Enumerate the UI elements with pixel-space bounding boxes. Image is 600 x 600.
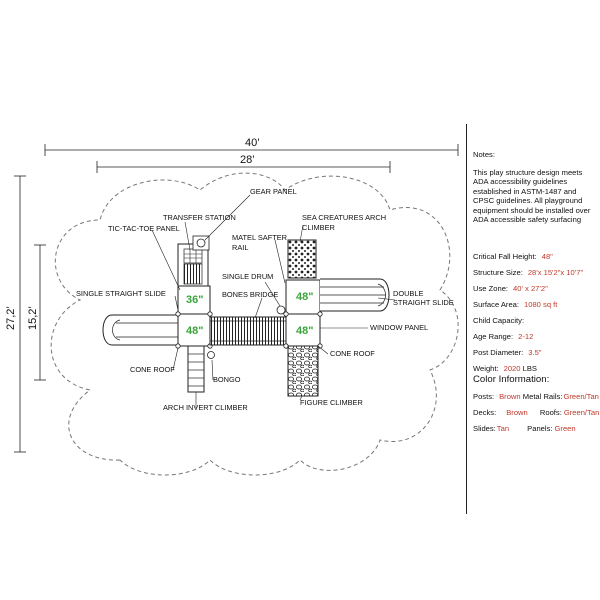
spec-structure-size: Structure Size: 28'x 15'2"x 10'7" <box>473 268 583 277</box>
decks-label: Decks: <box>473 408 497 417</box>
left-lower-deck <box>177 313 211 347</box>
label-sea-creatures-arch-climber: SEA CREATURES ARCH <box>302 213 386 222</box>
notes-panel: Notes: This play structure design meets … <box>466 124 600 514</box>
spec-value: 28'x 15'2"x 10'7" <box>527 268 584 277</box>
label-figure-climber: FIGURE CLIMBER <box>300 398 363 407</box>
label-tic-tac-toe-panel: TIC-TAC-TOE PANEL <box>108 224 180 233</box>
label-double-straight-slide: DOUBLE <box>393 289 423 298</box>
label-transfer-station: TRANSFER STATION <box>163 213 236 222</box>
color-slides-panels: Slides:Tan Panels:Green <box>473 424 576 433</box>
slides-label: Slides: <box>473 424 496 433</box>
spec-value: 48" <box>541 252 553 261</box>
left-lower-deck-height: 48" <box>186 325 203 337</box>
label-gear-panel: GEAR PANEL <box>250 187 297 196</box>
label-window-panel: WINDOW PANEL <box>370 323 428 332</box>
spec-child-capacity: Child Capacity: <box>473 316 529 325</box>
right-lower-deck-height: 48" <box>296 325 313 337</box>
left-upper-deck <box>177 285 211 315</box>
dimension-inner-depth: 15,2’ <box>27 244 46 381</box>
overall-width-label: 40’ <box>245 137 260 149</box>
roofs-label: Roofs: <box>539 408 562 417</box>
color-posts-metal-rails: Posts: Brown Metal Rails:Green/Tan <box>473 392 599 401</box>
dimension-overall-depth: 27,2’ <box>5 175 26 453</box>
label-cone-roof-left: CONE ROOF <box>130 365 175 374</box>
label-double-straight-slide-line2: STRAIGHT SLIDE <box>393 298 454 307</box>
panels-label: Panels: <box>527 424 553 433</box>
label-sea-creatures-climber-line2: CLIMBER <box>302 223 335 232</box>
spec-value: 1080 sq ft <box>524 300 558 309</box>
label-arch-invert-climber: ARCH INVERT CLIMBER <box>163 403 248 412</box>
spec-value: 3.5" <box>528 348 542 357</box>
spec-label: Critical Fall Height: <box>473 252 537 261</box>
single-drum <box>276 305 286 315</box>
spec-label: Use Zone: <box>473 284 509 293</box>
metal-rails-label: Metal Rails: <box>522 392 563 401</box>
roofs-value: Green/Tan <box>563 408 600 417</box>
slides-value: Tan <box>496 424 510 433</box>
label-single-straight-slide: SINGLE STRAIGHT SLIDE <box>76 289 166 298</box>
dimension-inner-width: 28’ <box>96 154 391 173</box>
posts-value: Brown <box>499 392 521 401</box>
decks-value: Brown <box>506 408 528 417</box>
spec-label: Structure Size: <box>473 268 523 277</box>
right-lower-deck <box>285 313 321 347</box>
left-upper-deck-height: 36" <box>186 294 203 306</box>
color-information-title: Color Information: <box>473 374 550 385</box>
spec-value: 2-12 <box>518 332 534 341</box>
spec-unit: LBS <box>522 364 537 373</box>
label-cone-roof-right: CONE ROOF <box>330 349 375 358</box>
inner-width-label: 28’ <box>240 154 255 166</box>
sea-creatures-arch-climber <box>287 239 317 279</box>
notes-title: Notes: <box>473 150 495 159</box>
gear-panel <box>192 235 210 251</box>
spec-use-zone: Use Zone: 40' x 27'2" <box>473 284 548 293</box>
spec-critical-fall-height: Critical Fall Height: 48" <box>473 252 553 261</box>
right-upper-deck-height: 48" <box>296 291 313 303</box>
notes-paragraph: This play structure design meets ADA acc… <box>473 168 591 225</box>
color-decks-roofs: Decks: Brown Roofs:Green/Tan <box>473 408 599 417</box>
posts-label: Posts: <box>473 392 495 401</box>
dimension-overall-width: 40’ <box>44 137 459 156</box>
bones-bridge <box>209 316 287 346</box>
spec-value: 2020 <box>503 364 521 373</box>
spec-post-diameter: Post Diameter: 3.5" <box>473 348 542 357</box>
label-matel-safter-rail-line2: RAIL <box>232 243 248 252</box>
spec-value: 40' x 27'2" <box>513 284 548 293</box>
leader-lines <box>151 194 396 408</box>
label-matel-safter-rail: MATEL SAFTER <box>232 233 287 242</box>
spec-label: Post Diameter: <box>473 348 524 357</box>
double-straight-slide <box>320 278 390 312</box>
bongo <box>207 351 215 359</box>
spec-label: Age Range: <box>473 332 514 341</box>
overall-depth-label: 27,2’ <box>5 306 17 330</box>
label-bones-bridge: BONES BRIDGE <box>222 290 278 299</box>
spec-surface-area: Surface Area: 1080 sq ft <box>473 300 557 309</box>
panels-value: Green <box>554 424 576 433</box>
figure-climber <box>287 345 319 397</box>
arch-invert-climber <box>187 345 205 393</box>
spec-age-range: Age Range: 2-12 <box>473 332 533 341</box>
label-single-drum: SINGLE DRUM <box>222 272 273 281</box>
single-straight-slide <box>102 314 178 346</box>
spec-label: Child Capacity: <box>473 316 525 325</box>
transfer-station <box>177 243 209 287</box>
label-bongo: BONGO <box>213 375 241 384</box>
inner-depth-label: 15,2’ <box>27 306 39 330</box>
spec-weight: Weight: 2020 LBS <box>473 364 537 373</box>
metal-rails-value: Green/Tan <box>563 392 599 401</box>
spec-label: Surface Area: <box>473 300 520 309</box>
spec-label: Weight: <box>473 364 499 373</box>
